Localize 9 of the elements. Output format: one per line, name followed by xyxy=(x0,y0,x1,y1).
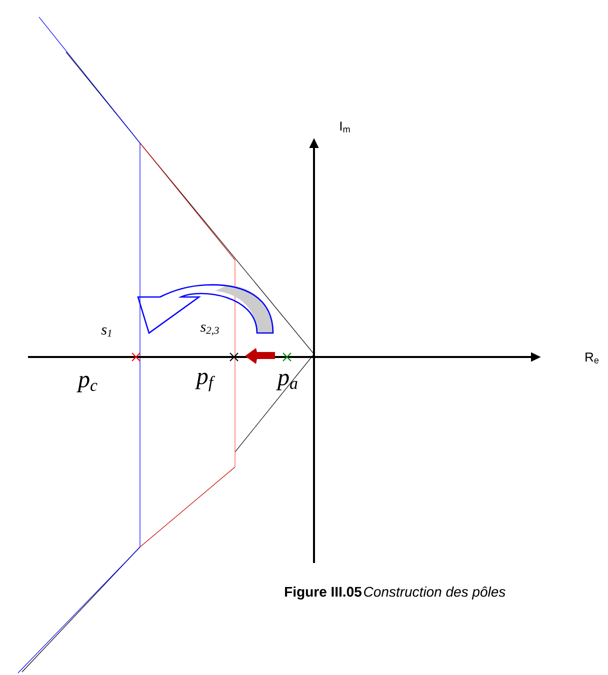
figure-caption: Construction des pôles xyxy=(364,586,506,600)
axis-label: R$_{e}$ xyxy=(586,352,599,364)
axis-label: I$_{m}$ xyxy=(340,122,350,132)
figure-number: Figure III.05 xyxy=(285,586,362,600)
pole-label: p$_{c}$ xyxy=(76,376,98,392)
pole-label: p$_{a}$ xyxy=(276,374,298,390)
pole-label: s$_{2,3}$ xyxy=(200,324,219,336)
pole-label: p$_{f}$ xyxy=(195,372,216,392)
pole-label: s$_{1}$ xyxy=(101,327,112,337)
